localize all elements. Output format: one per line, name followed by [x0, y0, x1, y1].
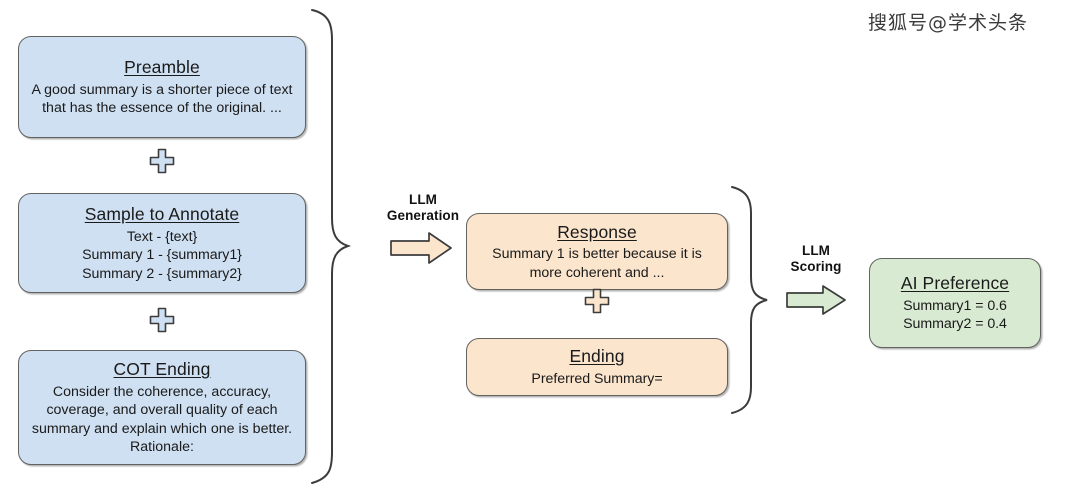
ai-preference-box: AI Preference Summary1 = 0.6 Summary2 = …	[869, 258, 1041, 348]
response-title: Response	[557, 221, 637, 242]
plus-icon	[149, 148, 175, 174]
llm-scoring-arrow-icon	[785, 284, 847, 316]
plus-icon	[149, 307, 175, 333]
sample-to-annotate-box: Sample to Annotate Text - {text} Summary…	[18, 193, 306, 293]
cot-ending-title: COT Ending	[113, 359, 211, 380]
llm-generation-label-line2: Generation	[386, 208, 460, 224]
sample-line-text: Text - {text}	[126, 228, 198, 245]
response-grouping-brace	[727, 183, 773, 417]
sample-line-summary1: Summary 1 - {summary1}	[82, 247, 242, 264]
preamble-title: Preamble	[124, 57, 200, 78]
llm-generation-label: LLM Generation	[379, 192, 467, 225]
ending-title: Ending	[569, 346, 625, 367]
llm-scoring-label-line2: Scoring	[790, 259, 842, 275]
llm-generation-label-line1: LLM	[408, 192, 438, 207]
llm-scoring-label-line1: LLM	[801, 243, 831, 258]
plus-icon	[584, 288, 610, 314]
preamble-body: A good summary is a shorter piece of tex…	[31, 81, 293, 117]
cot-ending-box: COT Ending Consider the coherence, accur…	[18, 350, 306, 465]
cot-ending-body: Consider the coherence, accuracy, covera…	[31, 383, 293, 456]
watermark-text: 搜狐号@学术头条	[868, 12, 1029, 34]
llm-generation-arrow-icon	[389, 231, 453, 265]
llm-scoring-label: LLM Scoring	[781, 243, 851, 276]
ai-preference-summary2-score: Summary2 = 0.4	[903, 316, 1007, 333]
ai-preference-title: AI Preference	[900, 273, 1010, 294]
ending-box: Ending Preferred Summary=	[466, 338, 728, 396]
response-box: Response Summary 1 is better because it …	[466, 213, 728, 290]
response-body: Summary 1 is better because it is more c…	[492, 246, 702, 281]
preamble-box: Preamble A good summary is a shorter pie…	[18, 36, 306, 138]
prompt-grouping-brace	[306, 6, 352, 488]
ending-line-preferred-summary: Preferred Summary=	[531, 371, 663, 388]
sample-to-annotate-title: Sample to Annotate	[84, 203, 240, 224]
ai-preference-summary1-score: Summary1 = 0.6	[903, 297, 1007, 314]
sample-line-summary2: Summary 2 - {summary2}	[82, 265, 242, 282]
